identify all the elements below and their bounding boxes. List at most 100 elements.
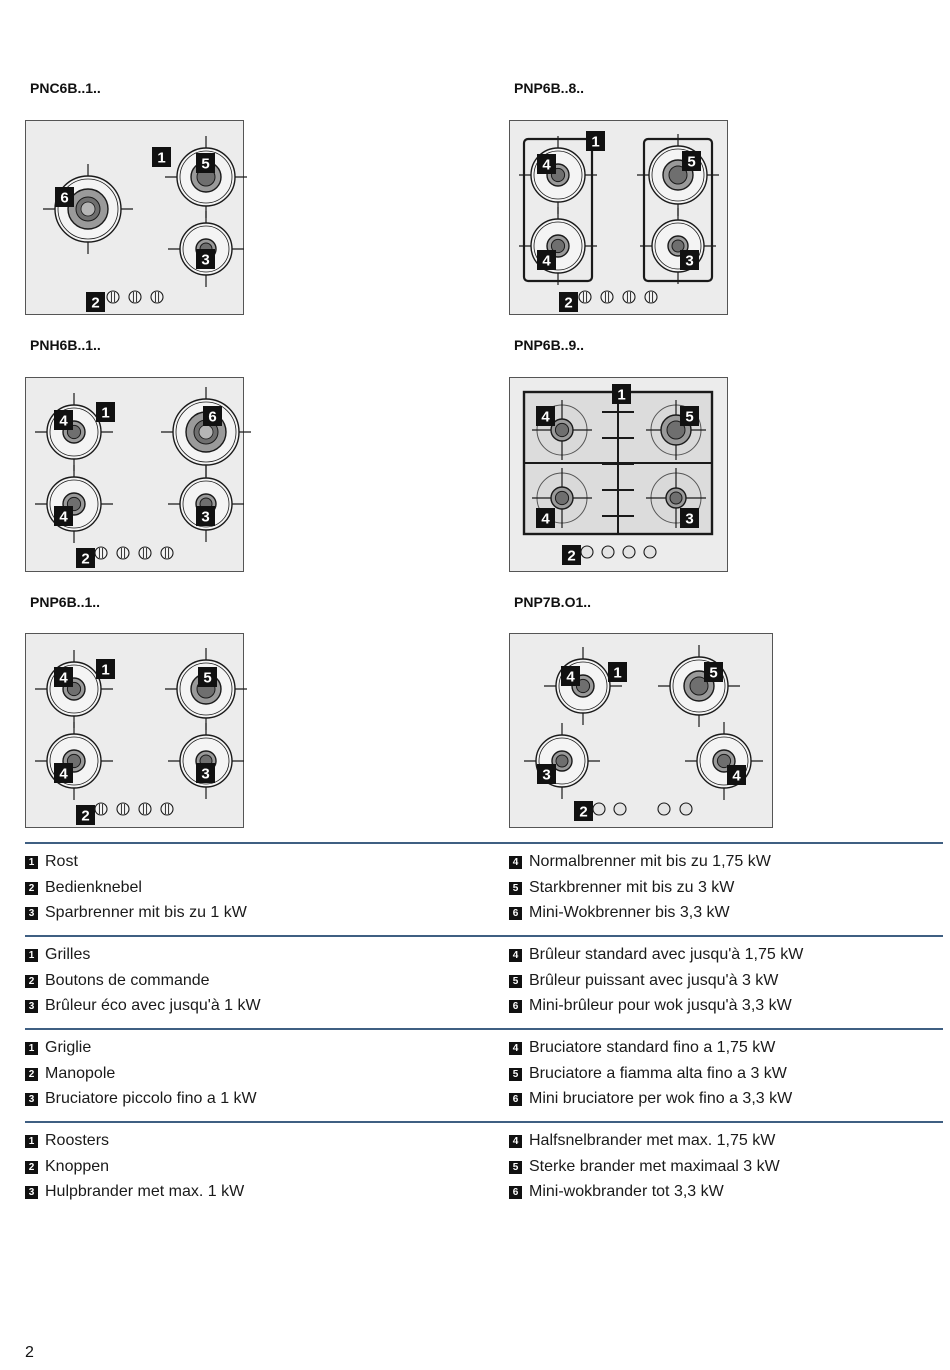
grate-ring (49, 736, 99, 786)
control-knob (657, 802, 671, 816)
callout-number: 2 (579, 804, 587, 821)
callout-badge: 6 (509, 906, 522, 920)
legend-text: Starkbrenner mit bis zu 3 kW (529, 879, 735, 896)
grate-ring (558, 661, 608, 711)
callout-marker (55, 187, 74, 207)
callout-badge: 6 (509, 999, 522, 1013)
callout-number: 4 (542, 157, 551, 174)
legend-text: Normalbrenner mit bis zu 1,75 kW (529, 853, 771, 870)
callout-marker (76, 548, 95, 568)
legend-text: Boutons de commande (45, 972, 210, 989)
control-knob (150, 290, 164, 304)
callout-badge: 3 (25, 1185, 38, 1199)
callout-marker (203, 406, 222, 426)
control-knob (116, 802, 130, 816)
callout-marker (152, 147, 171, 167)
callout-marker (76, 805, 95, 825)
control-knob (160, 546, 174, 560)
callout-number: 4 (59, 413, 68, 430)
callout-marker (536, 406, 555, 426)
callout-marker (561, 666, 580, 686)
callout-number: 4 (59, 670, 68, 687)
grate-ring (533, 221, 583, 271)
callout-marker (682, 151, 701, 171)
control-knob (600, 290, 614, 304)
grate-ring (182, 737, 230, 785)
callout-marker (612, 384, 631, 404)
burner-cap (198, 424, 214, 440)
grate-ring (533, 150, 583, 200)
callout-badge: 6 (509, 1092, 522, 1106)
legend-text: Knoppen (45, 1158, 110, 1175)
grate-ring (182, 225, 230, 273)
control-knob (94, 546, 108, 560)
callout-marker (608, 662, 627, 682)
callout-marker (196, 763, 215, 783)
callout-marker (680, 508, 699, 528)
separator-line (25, 1028, 943, 1030)
grate-ring (672, 659, 726, 713)
legend-item: 6 Mini-Wokbrenner bis 3,3 kW (509, 904, 730, 922)
separator-line (25, 1121, 943, 1123)
callout-badge: 5 (509, 881, 522, 895)
legend-text: Bruciatore piccolo fino a 1 kW (45, 1090, 257, 1107)
legend-text: Sterke brander met maximaal 3 kW (529, 1158, 780, 1175)
callout-number: 3 (201, 766, 209, 783)
control-knob (94, 802, 108, 816)
callout-marker (96, 659, 115, 679)
control-knob (138, 802, 152, 816)
legend-text: Manopole (45, 1065, 116, 1082)
control-knob (116, 546, 130, 560)
callout-number: 6 (60, 190, 68, 207)
legend-text: Grilles (45, 946, 91, 963)
control-knob (128, 290, 142, 304)
callout-number: 4 (59, 509, 68, 526)
legend-item: 5 Sterke brander met maximaal 3 kW (509, 1158, 780, 1176)
callout-marker (54, 506, 73, 526)
legend-text: Brûleur éco avec jusqu'à 1 kW (45, 997, 261, 1014)
burner-cap (80, 201, 96, 217)
grate-ring (49, 479, 99, 529)
legend-text: Griglie (45, 1039, 92, 1056)
legend-item: 5 Starkbrenner mit bis zu 3 kW (509, 879, 734, 897)
legend-text: Mini-Wokbrenner bis 3,3 kW (529, 904, 730, 921)
callout-marker (96, 402, 115, 422)
callout-number: 6 (208, 409, 216, 426)
callout-marker (537, 250, 556, 270)
grate-ring (179, 662, 233, 716)
callout-marker (86, 292, 105, 312)
callout-number: 3 (685, 253, 693, 270)
control-knob (138, 546, 152, 560)
control-knob (578, 290, 592, 304)
callout-number: 5 (203, 670, 211, 687)
grate-ring (49, 407, 99, 457)
callout-badge: 2 (25, 974, 38, 988)
callout-badge: 5 (509, 1160, 522, 1174)
callout-number: 5 (685, 409, 693, 426)
callout-number: 2 (81, 551, 89, 568)
legend-item: 2 Boutons de commande (25, 972, 210, 990)
callout-marker (196, 249, 215, 269)
callout-marker (559, 292, 578, 312)
callout-badge: 6 (509, 1185, 522, 1199)
grate-ring (538, 737, 586, 785)
callout-number: 3 (542, 767, 550, 784)
callout-badge: 2 (25, 881, 38, 895)
callout-number: 2 (567, 548, 575, 565)
control-knob (622, 545, 636, 559)
legend-text: Sparbrenner mit bis zu 1 kW (45, 904, 247, 921)
callout-badge: 4 (509, 1041, 522, 1055)
legend-text: Rost (45, 853, 78, 870)
